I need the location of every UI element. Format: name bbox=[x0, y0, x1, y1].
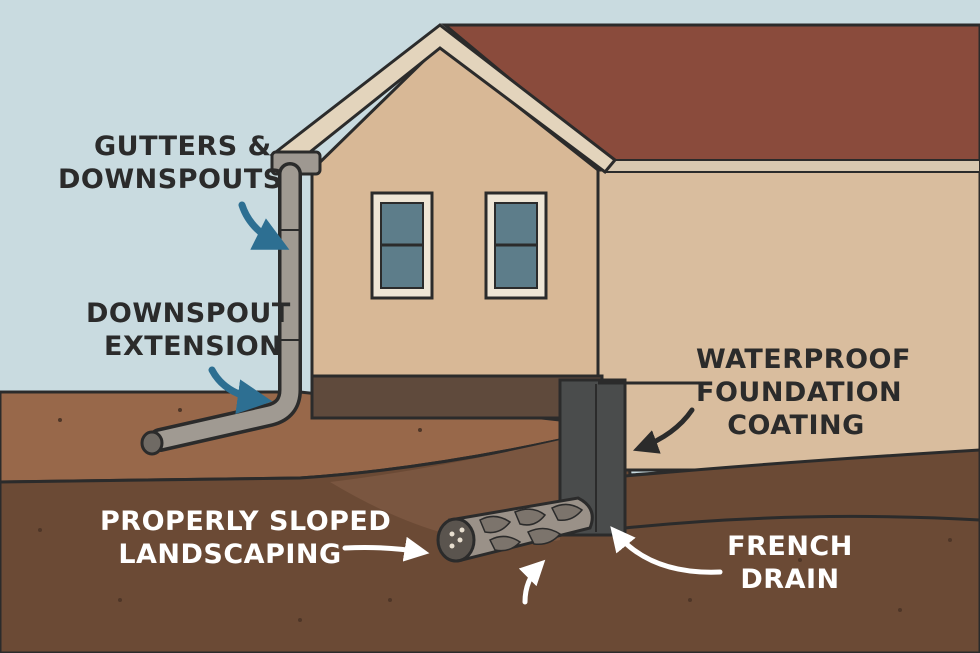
label-coating-line3: COATING bbox=[727, 410, 865, 441]
label-french-drain: FRENCH DRAIN bbox=[725, 530, 855, 596]
label-gutters-downspouts: GUTTERS & DOWNSPOUTS bbox=[58, 130, 283, 196]
blue-callout-arrow bbox=[208, 366, 273, 415]
foundation-band bbox=[310, 374, 604, 420]
right-grade-line bbox=[623, 448, 980, 530]
label-gutters-line1: GUTTERS & bbox=[94, 131, 272, 162]
window-right bbox=[484, 191, 548, 300]
label-landscaping-line2: LANDSCAPING bbox=[118, 539, 342, 570]
blue-callout-arrow bbox=[238, 201, 290, 250]
label-waterproof-foundation-coating: WATERPROOF FOUNDATION COATING bbox=[696, 343, 911, 442]
label-gutters-line2: DOWNSPOUTS bbox=[58, 164, 283, 195]
label-extension-line2: EXTENSION bbox=[104, 331, 283, 362]
soil-texture bbox=[38, 408, 952, 622]
label-properly-sloped-landscaping: PROPERLY SLOPED LANDSCAPING bbox=[100, 505, 392, 571]
roof-fascia bbox=[603, 159, 980, 173]
label-downspout-extension: DOWNSPOUT EXTENSION bbox=[86, 297, 291, 363]
label-drain-line1: FRENCH bbox=[727, 531, 853, 562]
window-left bbox=[370, 191, 434, 300]
label-coating-line1: WATERPROOF bbox=[696, 344, 911, 375]
french-drain-pipe bbox=[436, 496, 594, 563]
dark-callout-arrow bbox=[632, 407, 695, 454]
gutter-downspout bbox=[140, 150, 322, 456]
label-landscaping-line1: PROPERLY SLOPED bbox=[100, 506, 392, 537]
label-extension-line1: DOWNSPOUT bbox=[86, 298, 291, 329]
label-coating-line2: FOUNDATION bbox=[696, 377, 903, 408]
white-callout-arrow bbox=[342, 536, 430, 562]
label-drain-line2: DRAIN bbox=[740, 564, 840, 595]
white-callout-arrow bbox=[610, 526, 723, 575]
white-callout-arrow bbox=[518, 559, 546, 605]
